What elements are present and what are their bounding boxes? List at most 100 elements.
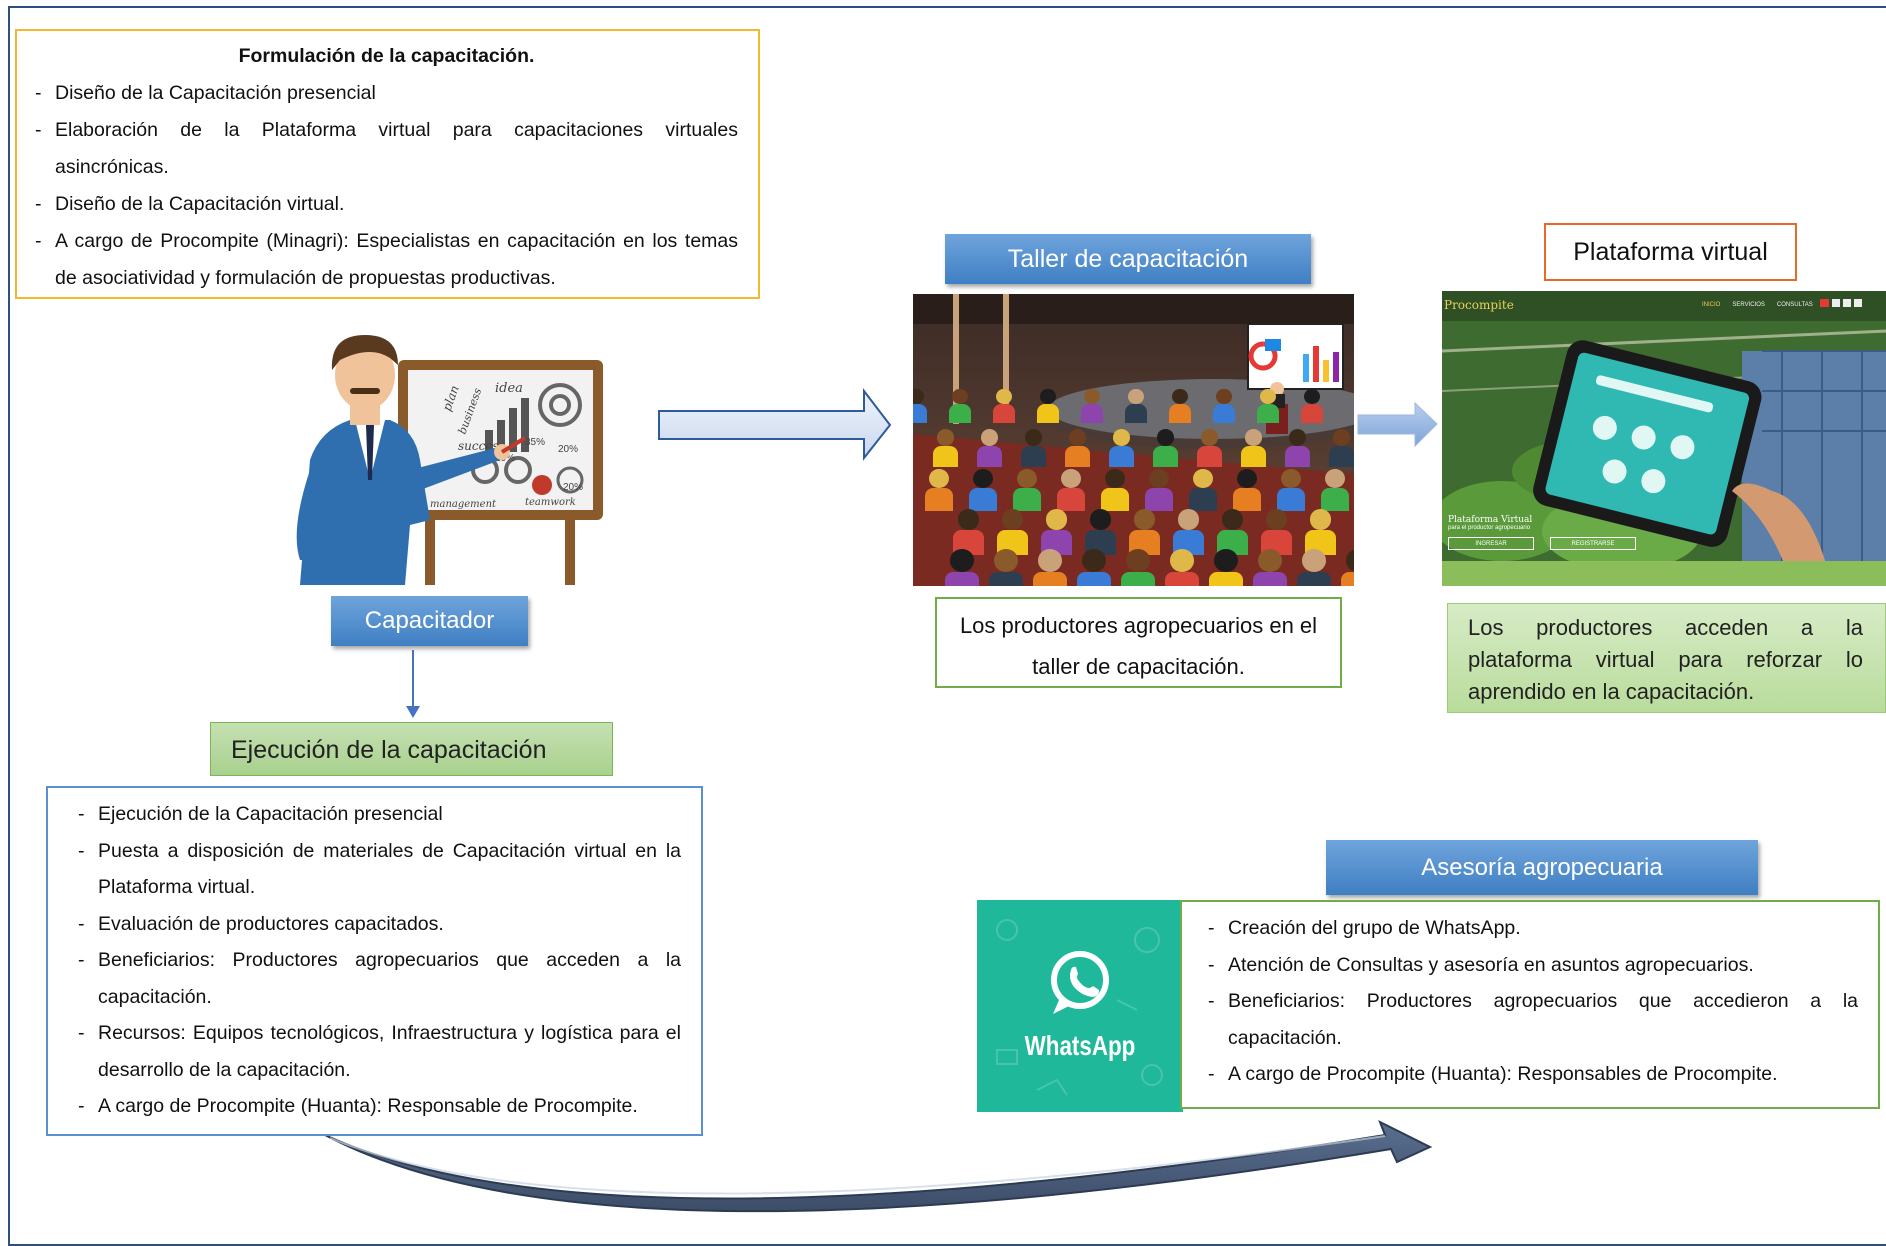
audience-member <box>933 429 958 467</box>
audience-member <box>1297 549 1331 586</box>
board-word: management <box>430 499 497 510</box>
list-item: A cargo de Procompite (Huanta): Responsa… <box>58 1088 681 1125</box>
list-item: Ejecución de la Capacitación presencial <box>58 796 681 833</box>
ejecucion-list: Ejecución de la Capacitación presencial … <box>58 796 681 1125</box>
audience-member <box>1253 549 1287 586</box>
plataforma-title: Plataforma virtual <box>1544 223 1797 281</box>
platform-screenshot: Procompite INICIO SERVICIOS CONSULTAS Pl… <box>1442 291 1886 586</box>
audience-member <box>1285 429 1310 467</box>
audience-member <box>913 389 927 423</box>
audience-member <box>1197 429 1222 467</box>
board-word: idea <box>495 381 523 396</box>
audience-member <box>1121 549 1155 586</box>
audience-member <box>1241 429 1266 467</box>
arrow-taller-to-plataforma <box>1357 401 1438 448</box>
ejecucion-title: Ejecución de la capacitación <box>210 722 613 776</box>
audience-member <box>1257 389 1279 423</box>
platform-hero-sub: para el productor agropecuario <box>1448 525 1531 531</box>
audience-member <box>1037 389 1059 423</box>
list-item: Atención de Consultas y asesoría en asun… <box>1188 947 1858 984</box>
audience-member <box>989 549 1023 586</box>
asesoria-list: Creación del grupo de WhatsApp. Atención… <box>1188 910 1858 1093</box>
board-word: 20% <box>558 444 578 455</box>
taller-caption: Los productores agropecuarios en el tall… <box>935 597 1342 688</box>
list-item: Creación del grupo de WhatsApp. <box>1188 910 1858 947</box>
list-item: Diseño de la Capacitación presencial <box>15 75 738 112</box>
ejecucion-box: Ejecución de la Capacitación presencial … <box>46 786 703 1136</box>
audience-member <box>1341 549 1354 586</box>
whatsapp-logo: WhatsApp <box>977 900 1183 1112</box>
board-word: 20% <box>563 482 583 493</box>
formulacion-list: Diseño de la Capacitación presencial Ela… <box>15 75 738 297</box>
capacitador-label: Capacitador <box>331 596 528 646</box>
audience <box>913 294 1354 586</box>
audience-member <box>949 389 971 423</box>
plataforma-caption-text: Los productores acceden a la plataforma … <box>1468 615 1863 704</box>
list-item: A cargo de Procompite (Huanta): Responsa… <box>1188 1056 1858 1093</box>
trainer-illustration: idea plan business success management te… <box>280 320 610 585</box>
list-item: Beneficiarios: Productores agropecuarios… <box>58 942 681 1015</box>
asesoria-box: Creación del grupo de WhatsApp. Atención… <box>1180 900 1880 1109</box>
nav-item[interactable]: INICIO <box>1702 302 1721 308</box>
audience-member <box>1145 469 1173 511</box>
asesoria-title: Asesoría agropecuaria <box>1326 840 1758 895</box>
audience-member <box>1165 549 1199 586</box>
audience-member <box>1277 469 1305 511</box>
audience-member <box>1301 389 1323 423</box>
audience-member <box>1013 469 1041 511</box>
platform-nav: INICIO SERVICIOS CONSULTAS <box>1702 302 1813 308</box>
audience-member <box>1153 429 1178 467</box>
audience-member <box>997 509 1028 555</box>
audience-member <box>1125 389 1147 423</box>
audience-member <box>1101 469 1129 511</box>
list-item: Elaboración de la Plataforma virtual par… <box>15 112 738 186</box>
audience-member <box>1065 429 1090 467</box>
platform-brand: Procompite <box>1444 298 1514 312</box>
audience-member <box>1081 389 1103 423</box>
auditorium-image <box>913 294 1354 586</box>
audience-member <box>925 469 953 511</box>
audience-member <box>993 389 1015 423</box>
list-item: A cargo de Procompite (Minagri): Especia… <box>15 223 738 297</box>
facebook-icon[interactable] <box>1832 299 1840 307</box>
twitter-icon[interactable] <box>1843 299 1851 307</box>
list-item: Diseño de la Capacitación virtual. <box>15 186 738 223</box>
audience-member <box>1209 549 1243 586</box>
audience-member <box>1233 469 1261 511</box>
platform-social-icons <box>1820 299 1862 307</box>
whatsapp-logo-text: WhatsApp <box>1024 1030 1136 1061</box>
audience-member <box>1109 429 1134 467</box>
taller-caption-text: Los productores agropecuarios en el tall… <box>959 613 1318 679</box>
audience-member <box>1213 389 1235 423</box>
audience-member <box>1189 469 1217 511</box>
platform-register-button[interactable]: REGISTRARSE <box>1550 537 1636 550</box>
formulacion-box: Formulación de la capacitación. Diseño d… <box>15 29 760 299</box>
nav-item[interactable]: CONSULTAS <box>1776 302 1813 308</box>
nav-item[interactable]: SERVICIOS <box>1732 302 1765 308</box>
audience-member <box>1077 549 1111 586</box>
audience-member <box>945 549 979 586</box>
youtube-icon[interactable] <box>1820 299 1829 307</box>
list-item: Puesta a disposición de materiales de Ca… <box>58 833 681 906</box>
audience-member <box>1321 469 1349 511</box>
audience-member <box>1021 429 1046 467</box>
audience-member <box>977 429 1002 467</box>
board-word: 35% <box>525 437 545 448</box>
audience-member <box>1169 389 1191 423</box>
arrow-trainer-to-taller <box>658 388 892 461</box>
audience-member <box>1057 469 1085 511</box>
plataforma-caption: Los productores acceden a la plataforma … <box>1447 603 1886 713</box>
audience-member <box>1033 549 1067 586</box>
curved-arrow-ejecucion-to-asesoria <box>324 1119 1433 1213</box>
audience-member <box>969 469 997 511</box>
list-item: Beneficiarios: Productores agropecuarios… <box>1188 983 1858 1056</box>
instagram-icon[interactable] <box>1854 299 1862 307</box>
platform-hero-title: Plataforma Virtual <box>1448 515 1533 525</box>
list-item: Evaluación de productores capacitados. <box>58 906 681 943</box>
whatsapp-icon <box>1051 951 1109 1009</box>
audience-member <box>1329 429 1354 467</box>
board-word: teamwork <box>525 497 576 508</box>
platform-login-button[interactable]: INGRESAR <box>1448 537 1534 550</box>
formulacion-title: Formulación de la capacitación. <box>238 45 535 67</box>
